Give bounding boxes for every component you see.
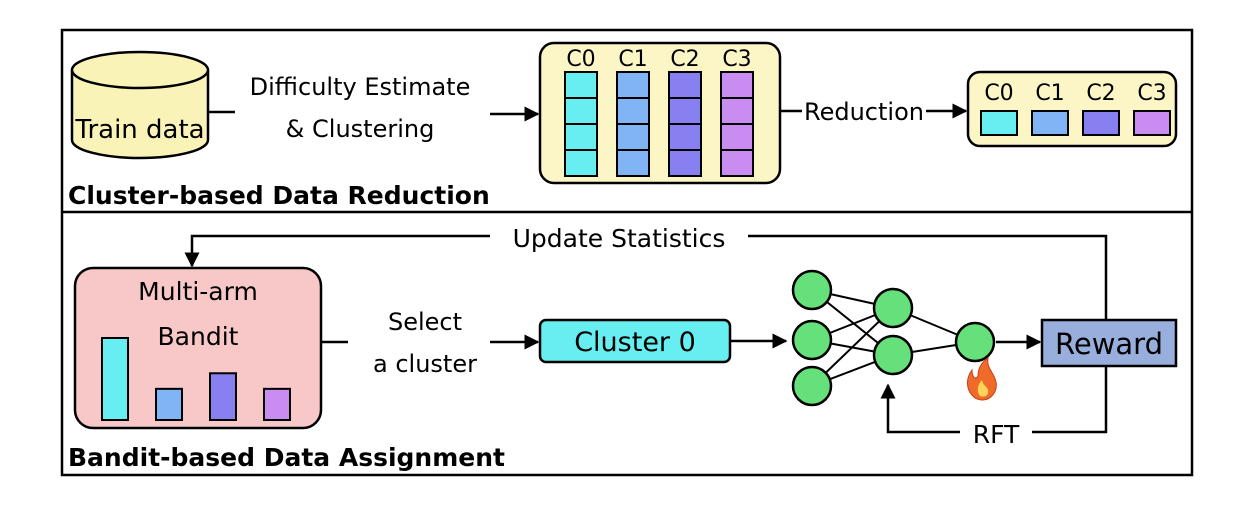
network-node [954, 321, 996, 363]
rft-label-bg [960, 420, 1032, 448]
cluster-cell [564, 71, 598, 99]
difficulty-estimate-label: Difficulty Estimate [250, 73, 471, 101]
bandit-box [73, 266, 323, 430]
cluster-cell [564, 149, 598, 177]
reduced-cluster-panel [966, 70, 1178, 148]
bandit-bar [209, 372, 237, 422]
cluster-columns: C0 C1 C2 C3 [564, 47, 754, 177]
bandit-label-line2: Bandit [158, 322, 239, 351]
reduced-header-c2: C2 [1086, 81, 1115, 106]
bandit-label-line1: Multi-arm [138, 277, 258, 306]
reduced-columns: C0 C1 C2 C3 [980, 81, 1171, 136]
cluster-cell [616, 71, 650, 99]
cluster-cell [668, 97, 702, 125]
cluster-header-c1: C1 [618, 47, 647, 72]
cluster-cell [720, 123, 754, 151]
cluster0-label: Cluster 0 [574, 327, 696, 358]
reduced-header-c0: C0 [984, 81, 1013, 106]
reduced-cell [1082, 110, 1120, 136]
cluster-cell [616, 123, 650, 151]
network-node [791, 269, 833, 311]
flame-icon [967, 356, 997, 401]
reward-box [1040, 318, 1178, 368]
update-label-bg [490, 222, 748, 252]
rft-label: RFT [973, 420, 1020, 449]
network-node [872, 334, 914, 376]
cluster-cell [720, 149, 754, 177]
cluster-cell [616, 149, 650, 177]
reduced-cell [980, 110, 1018, 136]
select-label-line2: a cluster [373, 350, 477, 378]
cluster-cell [616, 97, 650, 125]
cluster-cell [720, 71, 754, 99]
bandit-bars [101, 337, 291, 422]
reward-label: Reward [1055, 327, 1163, 361]
reduction-label-bg [802, 94, 926, 128]
update-statistics-label: Update Statistics [513, 224, 726, 253]
network-node [872, 287, 914, 329]
train-data-label: Train data [74, 115, 204, 145]
cluster-cell [668, 71, 702, 99]
bandit-bar [155, 387, 183, 421]
top-section-title: Cluster-based Data Reduction [68, 181, 490, 210]
neural-network [791, 269, 996, 407]
select-label-line1: Select [388, 308, 462, 336]
network-node [791, 365, 833, 407]
bottom-section-title: Bandit-based Data Assignment [68, 443, 505, 472]
bandit-bar [263, 387, 291, 421]
network-node [791, 319, 833, 361]
reduced-cell [1031, 110, 1069, 136]
reduced-cell [1133, 110, 1171, 136]
outer-frame [60, 28, 1194, 477]
cluster-header-c0: C0 [566, 47, 595, 72]
cluster-cell [668, 123, 702, 151]
reduced-header-c1: C1 [1035, 81, 1064, 106]
bandit-bar [101, 337, 129, 421]
reduced-header-c3: C3 [1137, 81, 1166, 106]
reduction-label: Reduction [804, 98, 924, 126]
cluster-cell [668, 149, 702, 177]
cluster-header-c2: C2 [670, 47, 699, 72]
train-data-cylinder: Train data [70, 50, 210, 160]
clustering-label: & Clustering [286, 115, 435, 143]
cluster-cell [720, 97, 754, 125]
cluster-header-c3: C3 [722, 47, 751, 72]
cluster-cell [564, 123, 598, 151]
cluster-cell [564, 97, 598, 125]
